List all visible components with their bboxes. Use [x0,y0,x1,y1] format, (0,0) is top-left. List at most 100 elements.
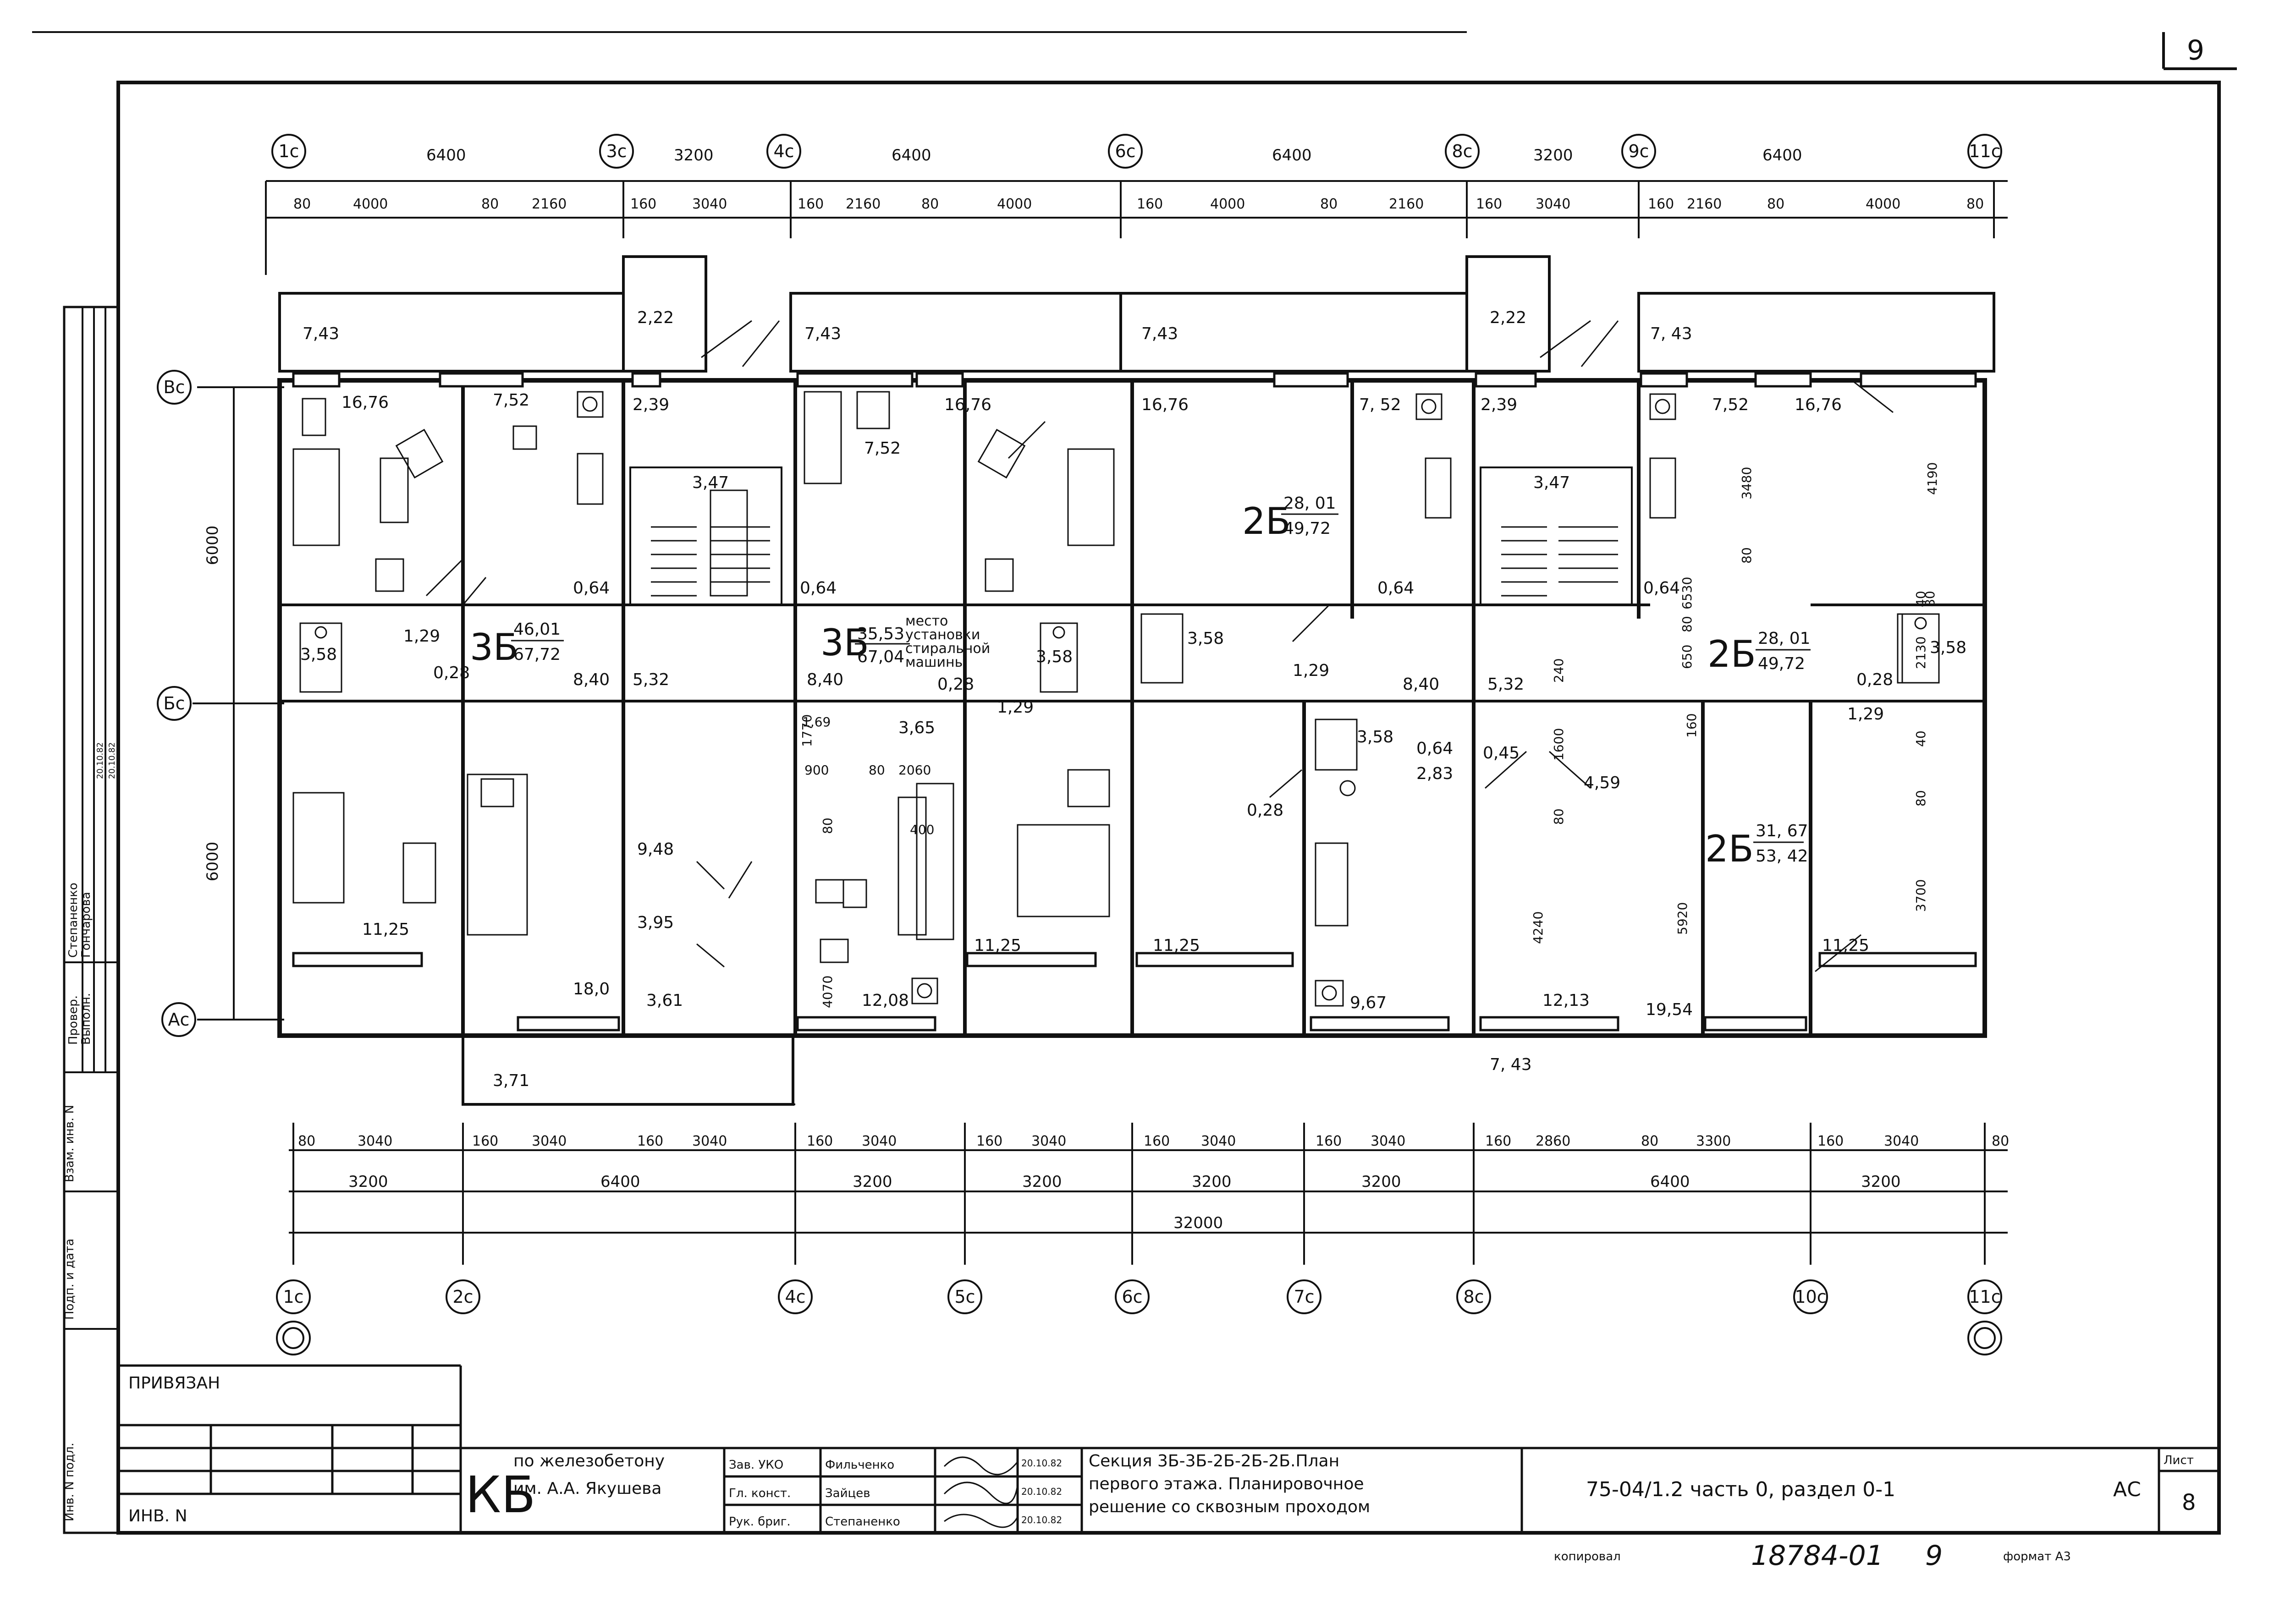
axis-label-bottom: 10с [1795,1287,1826,1307]
dim-bottom-axis: 6400 [600,1173,640,1191]
interior-dim: 40 [1913,591,1928,607]
room-area: 4,59 [1584,774,1620,792]
stamp-date: 20.10.82 [107,742,117,779]
room-area: 7,52 [864,439,901,458]
apartment-total-area: 49,72 [1758,654,1805,673]
room-area: 0,64 [1377,579,1414,598]
apartment-label: 3Б 35,53 67,04 [820,621,910,666]
dim-bottom-detail: 160 [637,1133,663,1149]
dim-bottom-detail: 3040 [532,1133,567,1149]
room-area: 11,25 [1822,936,1869,955]
stage: АС [2113,1478,2141,1501]
dim-bottom-detail: 80 [298,1133,315,1149]
interior-dim: 4070 [820,976,835,1008]
interior-dim: 80 [820,817,835,834]
room-area: 3,58 [1357,728,1393,746]
dim-top-axis: 3200 [1533,146,1573,165]
axis-label-bottom: 11с [1969,1287,2000,1307]
apartment-label: 3Б 46,01 67,72 [470,620,564,669]
dim-top-detail: 3040 [692,196,727,212]
room-area: 0,28 [1856,670,1893,689]
dim-bottom-axis: 3200 [853,1173,892,1191]
room-area: 11,25 [1153,936,1200,955]
room-area: 7, 43 [1650,324,1692,343]
room-area: 7,43 [1141,324,1178,343]
axis-label-top: 6с [1115,141,1135,161]
room-area: 16,76 [1141,395,1189,414]
interior-dim: 80 [1913,790,1928,807]
interior-dim: 1,69 [802,714,831,730]
room-area: 2,39 [1481,395,1517,414]
dim-bottom-axis: 3200 [1192,1173,1232,1191]
apartment-total-area: 53, 42 [1756,847,1808,866]
room-area: 2,22 [1490,308,1526,327]
dim-bottom-detail: 3040 [862,1133,897,1149]
room-area: 7,43 [804,324,841,343]
interior-dim: 240 [1551,658,1566,683]
interior-dim: 400 [910,822,934,837]
axis-label-bottom: 7с [1294,1287,1314,1307]
left-dimension-lines [193,386,284,1020]
room-area: 0,64 [1643,579,1680,598]
note-line: место [905,613,948,629]
dim-bottom-detail: 3300 [1696,1133,1731,1149]
dim-top-detail: 80 [481,196,499,212]
person-name: Степаненко [825,1515,900,1529]
axis-label-top: 9с [1628,141,1649,161]
room-area: 5,32 [633,670,669,689]
dim-top-detail: 160 [1648,196,1674,212]
drawing-title: Секция 3Б-3Б-2Б-2Б-2Б.План [1089,1452,1339,1470]
dim-top-detail: 160 [1476,196,1502,212]
side-label: Подп. и дата [63,1239,77,1320]
room-area: 1,29 [403,627,440,646]
dim-left: 6000 [204,526,222,565]
room-area: 7, 52 [1359,395,1401,414]
room-area: 8,40 [573,670,610,689]
interior-dim: 2130 [1913,636,1928,669]
interior-dim: 160 [1684,713,1699,738]
org-line: им. А.А. Якушева [513,1479,661,1498]
room-area: 11,25 [974,936,1021,955]
interior-dim: 650 [1679,645,1695,669]
apartment-type: 3Б [820,621,869,664]
interior-dim: 80 [1551,808,1566,825]
dim-top-detail: 2160 [1389,196,1424,212]
top-dimension-lines [265,180,2008,275]
designation: 75-04/1.2 часть 0, раздел 0-1 [1586,1478,1895,1501]
sheet-corner-number: 9 [2187,34,2204,66]
room-area: 3,71 [493,1071,529,1090]
dim-top-detail: 80 [1767,196,1784,212]
interior-dim: 80 [1679,616,1695,632]
interior-dim: 3480 [1739,467,1754,499]
inv-label: ИНВ. N [128,1507,187,1525]
room-area: 0,45 [1483,744,1520,763]
door-swings [425,320,1894,972]
dim-bottom-detail: 80 [1641,1133,1658,1149]
dim-bottom-detail: 160 [472,1133,498,1149]
room-area: 0,28 [1247,801,1283,820]
dim-top-axis: 6400 [426,146,466,165]
dim-bottom-axis: 3200 [1361,1173,1401,1191]
axis-label-bottom: 5с [954,1287,975,1307]
interior-dim: 900 [804,763,829,778]
axis-label-bottom: 4с [785,1287,805,1307]
dim-top-detail: 4000 [997,196,1032,212]
room-area: 3,65 [898,719,935,737]
room-area: 1,29 [1847,705,1884,724]
drawing-title: первого этажа. Планировочное [1089,1475,1364,1493]
room-area: 18,0 [573,980,610,999]
bottom-dimension-lines [289,1123,2008,1265]
interior-dim: 40 [1913,730,1928,747]
room-area: 3,58 [300,645,337,664]
person-name: Зайцев [825,1487,870,1500]
room-area: 0,28 [433,664,470,682]
room-area: 3,95 [637,913,674,932]
dim-bottom-detail: 3040 [1371,1133,1405,1149]
room-area: 2,22 [637,308,674,327]
dim-bottom-detail: 3040 [1031,1133,1066,1149]
dim-bottom-detail: 3040 [692,1133,727,1149]
room-area: 5,32 [1487,675,1524,694]
dim-top-detail: 80 [1320,196,1338,212]
bound-label: ПРИВЯЗАН [128,1374,220,1393]
apartment-living-area: 46,01 [513,620,561,639]
